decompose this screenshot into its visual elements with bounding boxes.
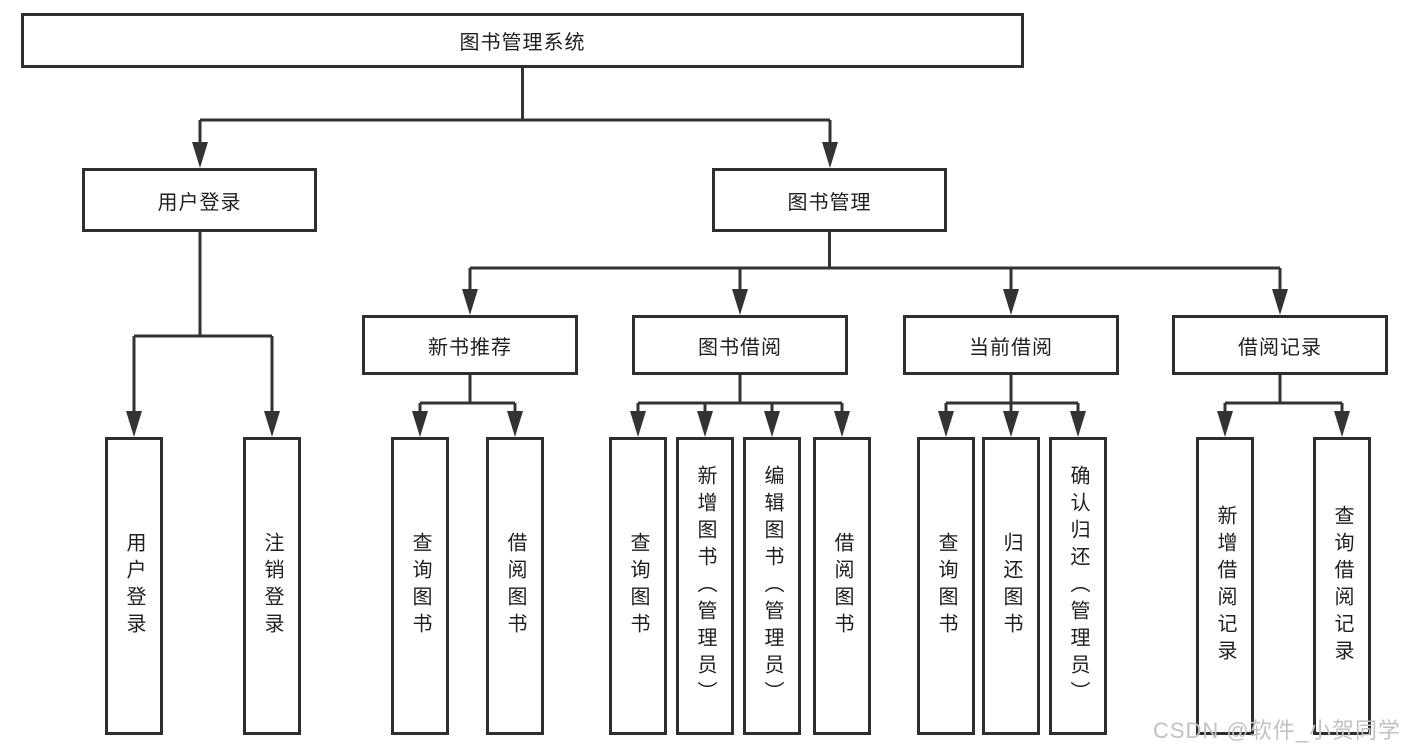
leaf-edit-book-admin: 编辑图书（管理员） [743,437,801,735]
leaf-label: 用户登录 [123,532,145,640]
leaf-label: 新增借阅记录 [1214,505,1236,667]
csdn-watermark: CSDN @软件_小贺同学 [1152,718,1401,743]
leaf-label: 编辑图书（管理员） [761,464,783,708]
leaf-add-book-admin: 新增图书（管理员） [676,437,734,735]
connector-new-book [418,375,517,413]
leaf-return-book: 归还图书 [982,437,1040,735]
node-borrow-records: 借阅记录 [1172,315,1388,375]
leaf-confirm-return-admin: 确认归还（管理员） [1049,437,1107,735]
leaf-query-borrow-record: 查询借阅记录 [1313,437,1371,735]
leaf-label: 归还图书 [1000,532,1022,640]
leaf-borrow-book-borrow: 借阅图书 [813,437,871,735]
leaf-borrow-book-newbook: 借阅图书 [486,437,544,735]
node-book-management: 图书管理 [712,168,947,232]
leaf-user-login: 用户登录 [105,437,163,735]
node-new-book-recommend: 新书推荐 [362,315,578,375]
leaf-label: 查询图书 [935,532,957,640]
connector-current-borrow [944,375,1080,413]
arrowheads-book-management [462,289,1288,315]
leaf-label: 注销登录 [261,532,283,640]
node-user-login: 用户登录 [82,168,317,232]
arrowheads-user-login [126,411,280,437]
connector-user-login [132,232,274,413]
leaf-query-book-newbook: 查询图书 [391,437,449,735]
arrowheads-borrow-records [1217,411,1350,437]
leaf-label: 借阅图书 [504,532,526,640]
node-library-system: 图书管理系统 [21,13,1024,68]
leaf-add-borrow-record: 新增借阅记录 [1196,437,1254,735]
leaf-label: 查询借阅记录 [1331,505,1353,667]
connector-root-to-l2 [198,68,832,146]
leaf-label: 借阅图书 [831,532,853,640]
connector-borrow-records [1223,375,1344,413]
node-book-borrow: 图书借阅 [632,315,848,375]
arrowheads-new-book [412,411,523,437]
leaf-label: 查询图书 [409,532,431,640]
arrowheads-current-borrow [938,411,1086,437]
arrowheads-book-borrow [630,411,850,437]
leaf-query-book-current: 查询图书 [917,437,975,735]
connector-book-management [468,232,1282,291]
leaf-query-book-borrow: 查询图书 [609,437,667,735]
node-current-borrow: 当前借阅 [903,315,1119,375]
leaf-label: 查询图书 [627,532,649,640]
arrowheads-root-to-l2 [192,142,838,168]
connector-book-borrow [636,375,844,413]
leaf-logout: 注销登录 [243,437,301,735]
leaf-label: 新增图书（管理员） [694,464,716,708]
leaf-label: 确认归还（管理员） [1067,464,1089,708]
